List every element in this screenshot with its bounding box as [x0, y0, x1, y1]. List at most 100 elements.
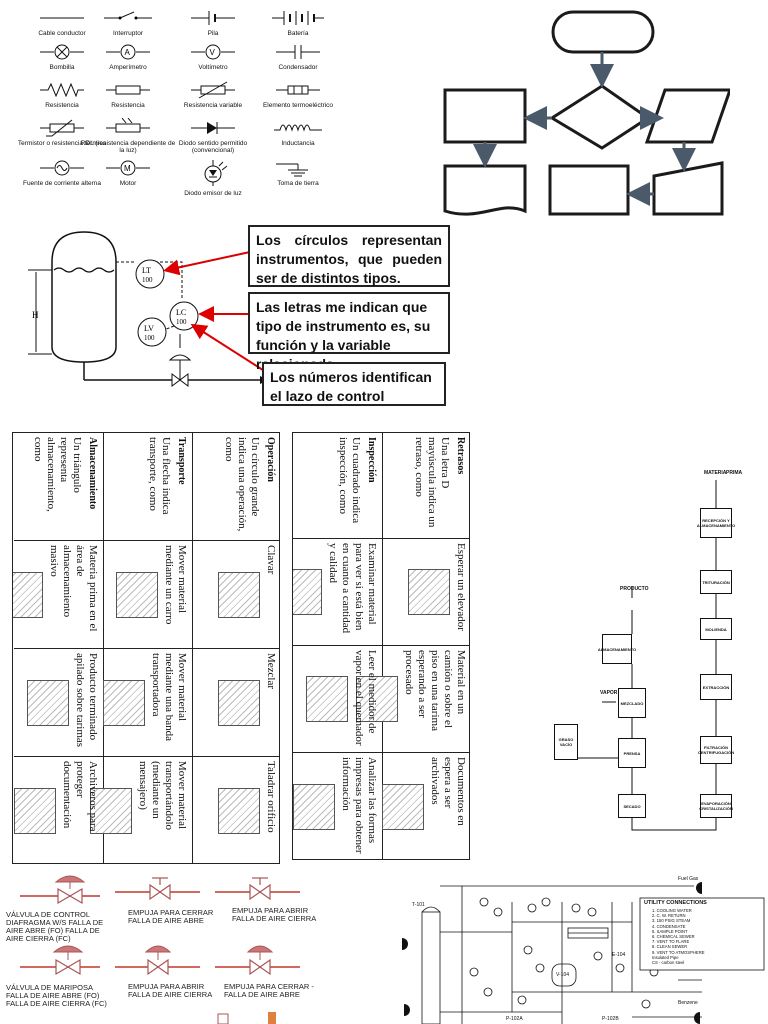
process-example-cell: Materia prima en el área de almacenamien… — [13, 541, 103, 649]
block-recepcion: RECEPCIÓN Y ALMACENAMIENTO — [697, 508, 735, 538]
pid-legend-item: 8. CLEAN SEWER — [652, 944, 688, 950]
process-example-text: Producto terminado apilado sobre tarimas — [74, 653, 99, 748]
block-filtracion: FILTRACIÓN CENTRIFUGACIÓN — [698, 736, 734, 764]
decision-shape — [549, 84, 651, 150]
symbol-battery: Batería — [248, 8, 348, 37]
symbol-diode: Diodo sentido permitido (convencional) — [163, 118, 263, 154]
process-illustration — [293, 783, 335, 830]
valve-label-4: VÁLVULA DE MARIPOSA FALLA DE AIRE ABRE (… — [6, 983, 107, 1008]
block-extraccion: EXTRACCIÓN — [700, 674, 732, 700]
inductor-icon — [274, 124, 322, 132]
capacitor-icon — [276, 45, 320, 59]
block-flow-diagram: RECEPCIÓN Y ALMACENAMIENTO TRITURACIÓN M… — [540, 468, 764, 840]
process-example-cell: Mover material transportándolo (mediante… — [90, 757, 192, 863]
symbol-cell: Pila — [163, 8, 263, 37]
symbol-label: Amperímetro — [109, 64, 147, 71]
ammeter-icon: A — [106, 44, 150, 60]
process-example-cell: Examinar material para ver si está bien … — [293, 539, 382, 646]
pid-tag-p102a: P-102A — [506, 1016, 523, 1022]
pid-legend-item: 5. SAMPLE POINT — [652, 928, 688, 934]
symbol-resistor-box: Resistencia — [78, 80, 178, 109]
svg-text:V: V — [210, 48, 216, 57]
block-almacenamiento: ALMACENAMIENTO — [598, 634, 636, 664]
caption-letters: Las letras me indican que tipo de instru… — [248, 292, 450, 372]
process-illustration — [218, 788, 260, 834]
process-heading: Transporte — [176, 437, 187, 485]
instrument-lv-num: 100 — [144, 334, 155, 342]
thermoelectric-icon — [276, 85, 320, 95]
process-example-text: Documentos en espera a ser archivados — [429, 757, 467, 826]
valve-label-6: EMPUJA PARA CERRAR -FALLA DE AIRE ABRE — [224, 982, 314, 999]
symbol-lamp: Bombilla — [12, 42, 112, 71]
process-illustration — [382, 783, 424, 830]
process-example-cell: Producto terminado apilado sobre tarimas — [14, 649, 103, 757]
pid-label-benzene: Benzene — [678, 1000, 698, 1006]
symbol-wire: Cable conductor — [12, 8, 112, 37]
process-description: Un triángulo representa almacenamiento, … — [32, 437, 83, 512]
pid-legend-item: 1. COOLING WATER — [652, 908, 692, 913]
symbol-label: Voltímetro — [198, 64, 228, 71]
process-illustration — [13, 571, 43, 618]
symbol-led: Diodo emisor de luz — [163, 158, 263, 197]
symbol-ldr: RDL (resistencia dependiente de la luz) — [78, 118, 178, 154]
process-description: Un círculo grande indica una operación, … — [223, 437, 261, 532]
process-illustration — [293, 569, 322, 615]
process-example-cell: Taladrar orificio — [193, 757, 279, 863]
symbol-label: Cable conductor — [38, 30, 86, 37]
instrument-lt-num: 100 — [142, 276, 153, 284]
process-illustration — [14, 788, 56, 834]
valve-symbols — [20, 875, 300, 1024]
symbol-motor: M Motor — [78, 158, 178, 187]
process-illustration — [27, 679, 69, 726]
process-example-cell: Clavar — [193, 541, 279, 649]
process-example-text: Leer el medidor de vapor en el quemador — [353, 650, 378, 746]
block-evaporacion: EVAPORACIÓN CRISTALIZACIÓN — [699, 794, 733, 818]
symbol-label: Motor — [119, 180, 137, 187]
symbol-variable-resistor: Resistencia variable — [163, 80, 263, 109]
block-prensa: PRENSA — [618, 738, 646, 768]
led-icon — [204, 160, 228, 186]
process-heading: Retrasos — [455, 437, 466, 475]
process-example-text: Materia prima en el área de almacenamien… — [48, 545, 99, 632]
symbol-label: Fuente de corriente alterna — [22, 180, 102, 187]
process-heading: Almacenamiento — [87, 437, 98, 510]
pid-tag-e104: E-104 — [612, 952, 626, 958]
voltmeter-icon: V — [191, 44, 235, 60]
symbol-label: Diodo emisor de luz — [184, 190, 242, 197]
process-illustration — [218, 571, 260, 618]
symbol-label: Resistencia variable — [183, 102, 243, 109]
process-example-text: Mover material mediante un carro — [163, 545, 188, 625]
block-mezclado: MEZCLADO — [618, 688, 646, 718]
pid-legend-title: UTILITY CONNECTIONS — [644, 900, 707, 906]
symbol-label: RDL (resistencia dependiente de la luz) — [80, 140, 176, 154]
process-example-cell: Esperar un elevador — [383, 539, 469, 646]
symbol-ammeter: A Amperímetro — [78, 42, 178, 71]
pid-label-fuel-gas: Fuel Gas — [678, 876, 699, 882]
valve-label-3: EMPUJA PARA ABRIR FALLA DE AIRE CIERRA — [232, 906, 317, 923]
process-example-text: Clavar — [265, 545, 277, 575]
symbol-ac-source: Fuente de corriente alterna — [12, 158, 112, 187]
resistor-zigzag-icon — [40, 82, 84, 98]
instrument-diagram: H LT 100 LC 100 LV 100 — [28, 231, 268, 387]
symbol-label: Inductancia — [281, 140, 315, 147]
diode-icon — [191, 122, 235, 134]
instrument-lv — [137, 317, 167, 347]
motor-icon: M — [106, 160, 150, 176]
process-row-2: Almacenamiento Un triángulo representa al… — [13, 433, 103, 863]
symbol-label: Pila — [207, 30, 219, 37]
lamp-icon — [40, 44, 84, 60]
terminator-shape — [551, 10, 655, 54]
process-example-text: Mover material transportándolo (mediante… — [137, 761, 188, 831]
product-label: PRODUCTO — [620, 586, 649, 592]
symbol-label: Interruptor — [113, 30, 143, 37]
